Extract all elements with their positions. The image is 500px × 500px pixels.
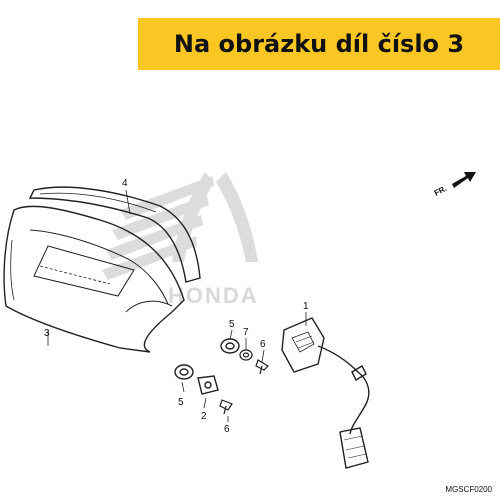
part-5-grommet-lower — [174, 364, 194, 380]
part-6-screw-upper — [255, 359, 269, 375]
part-2-collar — [197, 375, 219, 395]
callout-6-upper: 6 — [260, 339, 266, 350]
callout-5-lower: 5 — [178, 397, 184, 408]
callout-5-upper: 5 — [229, 319, 235, 330]
arrow-right-icon — [452, 172, 476, 188]
part-4-trim — [28, 186, 201, 283]
part-5-grommet-upper — [220, 338, 240, 354]
callout-6-lower: 6 — [224, 424, 230, 435]
callout-7: 7 — [243, 327, 249, 338]
part-banner: Na obrázku díl číslo 3 — [138, 18, 500, 70]
callout-3: 3 — [44, 328, 50, 339]
fr-label: FR. — [433, 184, 449, 198]
leader-lines — [47, 189, 307, 422]
front-direction-marker: FR. — [433, 172, 476, 198]
part-6-screw-lower — [219, 399, 233, 415]
banner-title: Na obrázku díl číslo 3 — [173, 30, 465, 58]
part-7-washer — [239, 349, 253, 361]
part-3-meter-cover — [3, 205, 185, 353]
honda-wing-watermark-icon — [102, 172, 258, 280]
callout-4: 4 — [122, 178, 128, 189]
diagram-code: MGSCF0200 — [445, 485, 492, 494]
callout-1: 1 — [303, 301, 309, 312]
callout-2: 2 — [201, 411, 207, 422]
honda-watermark-text: HONDA — [168, 283, 259, 308]
part-1-indicator-unit — [281, 317, 370, 469]
